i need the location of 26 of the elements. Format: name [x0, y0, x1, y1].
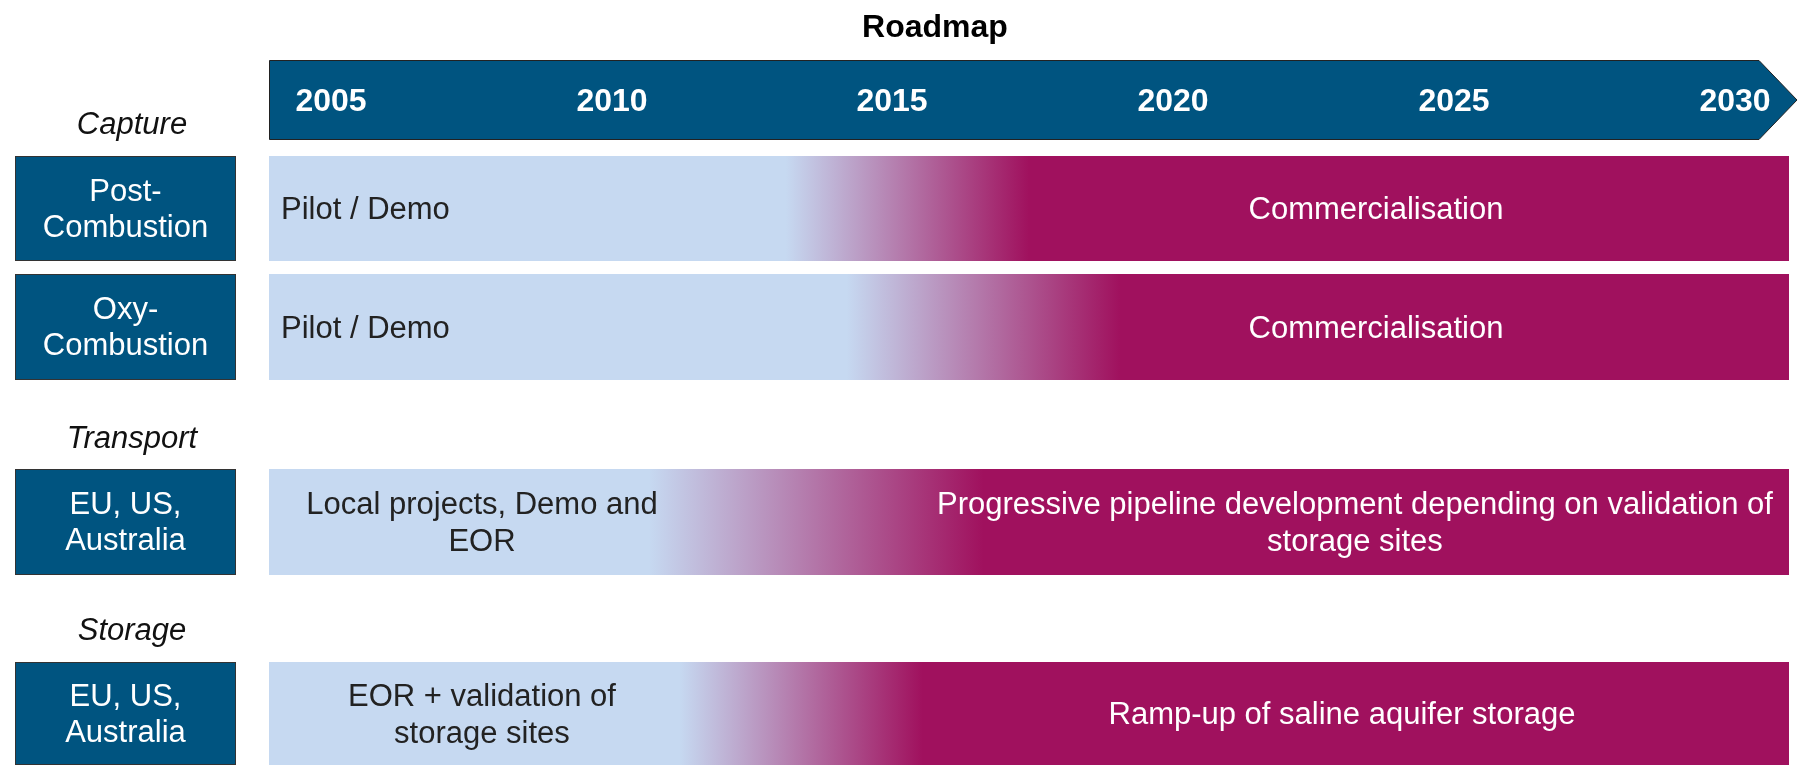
- phase-text: Progressive pipeline development depending on validation of storage sites: [936, 485, 1774, 559]
- year-label: 2015: [855, 80, 929, 120]
- phase-text: Ramp-up of saline aquifer storage: [1108, 695, 1576, 732]
- phase-text: Pilot / Demo: [281, 308, 450, 346]
- phase-bar: [269, 469, 1789, 575]
- year-label: 2010: [575, 80, 649, 120]
- category-box: Oxy-Combustion: [15, 274, 236, 380]
- phase-text: Local projects, Demo and EOR: [305, 485, 659, 559]
- phase-bar: [269, 156, 1789, 261]
- year-label: 2020: [1136, 80, 1210, 120]
- phase-bar: [269, 662, 1789, 765]
- section-heading: Capture: [75, 106, 189, 142]
- section-heading: Transport: [65, 420, 199, 456]
- section-heading: Storage: [76, 612, 188, 648]
- category-box: EU, US, Australia: [15, 662, 236, 765]
- year-label: 2030: [1698, 80, 1772, 120]
- phase-text: Commercialisation: [1248, 308, 1504, 346]
- phase-text: Commercialisation: [1248, 190, 1504, 227]
- phase-text: EOR + validation of storage sites: [347, 676, 617, 751]
- phase-text: Pilot / Demo: [281, 190, 450, 227]
- category-box: Post-Combustion: [15, 156, 236, 261]
- year-label: 2005: [294, 80, 368, 120]
- year-label: 2025: [1417, 80, 1491, 120]
- category-box: EU, US, Australia: [15, 469, 236, 575]
- chart-title: Roadmap: [861, 8, 1009, 45]
- phase-bar: [269, 274, 1789, 380]
